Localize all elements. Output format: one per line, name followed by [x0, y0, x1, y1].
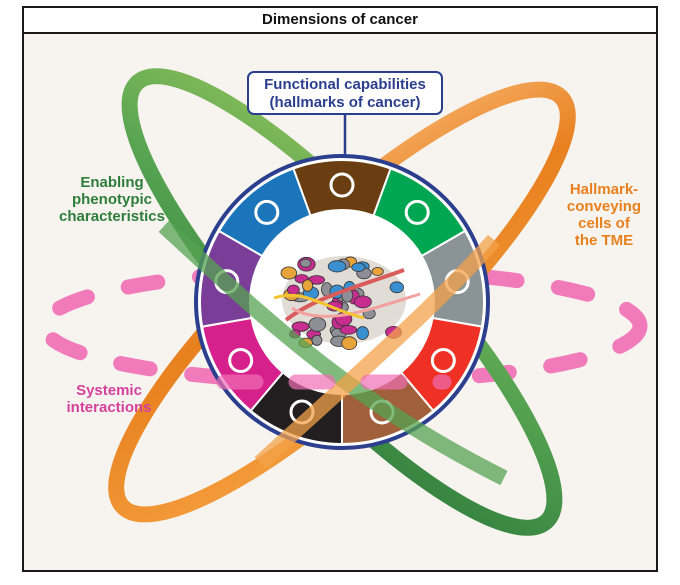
- tumor-cell: [308, 317, 327, 332]
- tumor-cell: [339, 324, 358, 335]
- functional-capabilities-box: Functional capabilities (hallmarks of ca…: [247, 71, 443, 115]
- arrow-icon: [404, 199, 430, 225]
- tumor-cell: [351, 262, 366, 272]
- no-entry-icon: [329, 172, 355, 198]
- enabling-line1: Enabling: [80, 174, 144, 191]
- hallmark-line1: Hallmark-: [569, 181, 639, 198]
- functional-label-line1: Functional capabilities: [264, 76, 426, 93]
- tumor-cell: [280, 266, 298, 280]
- figure-frame: Dimensions of cancer: [22, 6, 658, 572]
- enabling-line2: phenotypic: [71, 191, 152, 208]
- enabling-orbit-front: [158, 220, 508, 486]
- enabling-line3: characteristics: [59, 208, 165, 225]
- hallmark-line4: the TME: [574, 232, 634, 249]
- enabling-label: Enabling phenotypic characteristics: [32, 174, 192, 225]
- tumor-cell: [287, 284, 300, 296]
- hallmark-line2: conveying: [566, 198, 642, 215]
- dna-icon: [430, 348, 456, 373]
- tumor-cell: [327, 260, 347, 273]
- functional-label-line2: (hallmarks of cancer): [269, 94, 421, 111]
- tumor-cell: [389, 281, 404, 294]
- tme-orbit-front: [254, 234, 500, 469]
- hallmark-wheel: [194, 154, 490, 450]
- tumor-microenvironment: [273, 256, 421, 351]
- tumor-cell: [353, 295, 372, 309]
- tumor-cell: [291, 321, 310, 332]
- receptor-icon: [254, 199, 280, 225]
- hallmark-cells-label: Hallmark- conveying cells of the TME: [554, 181, 654, 249]
- figure-title: Dimensions of cancer: [24, 8, 656, 34]
- systemic-line1: Systemic: [76, 382, 142, 399]
- hallmark-segment: [292, 159, 392, 217]
- tumor-cell: [341, 336, 358, 351]
- tumor-cell: [311, 334, 323, 346]
- tumor-cell: [356, 326, 369, 340]
- tumor-cell: [302, 279, 314, 292]
- hallmark-line3: cells of: [578, 215, 630, 232]
- tumor-cell: [371, 267, 384, 276]
- systemic-line2: interactions: [66, 399, 152, 416]
- tumor-cell: [299, 258, 312, 268]
- cell-icon: [228, 348, 254, 373]
- hallmark-segments: [199, 159, 485, 446]
- systemic-label: Systemic interactions: [44, 382, 174, 416]
- dimensions-diagram: [36, 68, 648, 536]
